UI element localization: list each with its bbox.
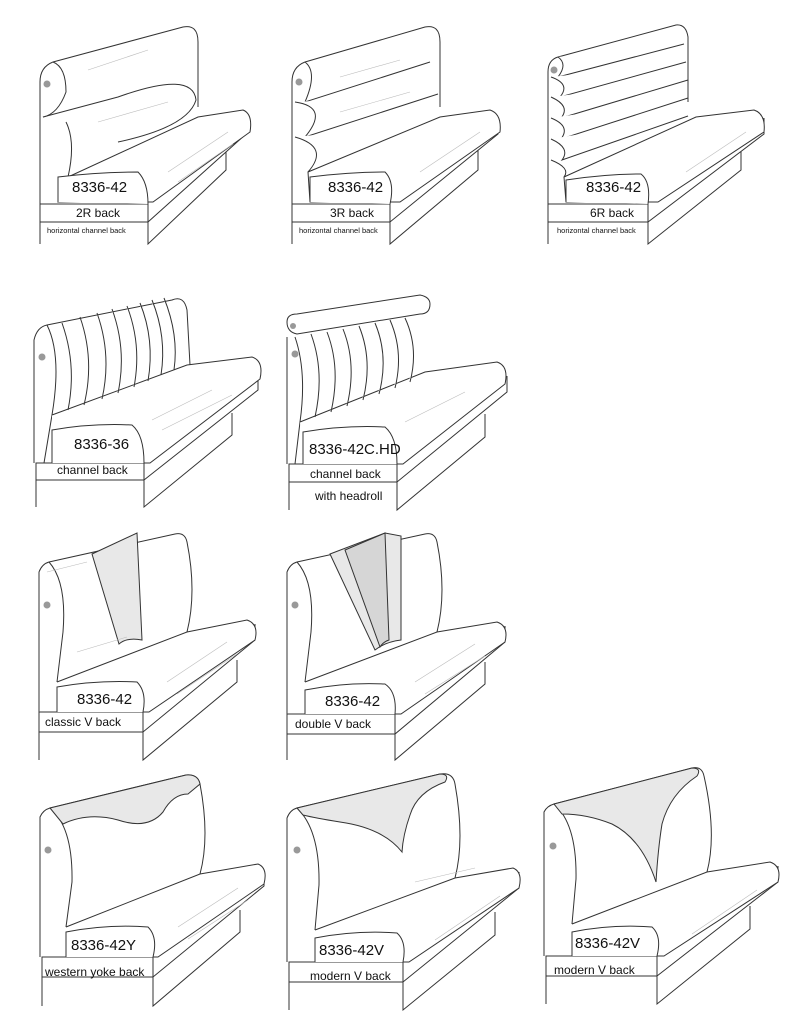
sub-label: horizontal channel back [47,226,126,235]
sub-label: with headroll [315,489,383,503]
booth-3r-back: 8336-42 3R back horizontal channel back [290,22,505,252]
booth-2r-back: 8336-42 2R back horizontal channel back [38,22,253,252]
style-label: double V back [295,717,372,731]
model-number: 8336-42 [325,693,381,710]
model-number: 8336-42 [77,691,133,708]
booth-channel-back: 8336-36 channel back [32,295,267,510]
booth-classic-v-back: 8336-42 classic V back [37,532,262,762]
style-label: modern V back [554,963,635,977]
booth-modern-v-illustration [543,767,780,1006]
style-label: channel back [310,467,381,481]
model-number: 8336-42V [319,942,385,959]
logo-icon [43,80,51,88]
logo-icon [295,78,303,86]
sub-label: horizontal channel back [557,226,636,235]
style-label: classic V back [45,715,122,729]
booth-modern-v-illustration [286,773,521,1012]
logo-icon [550,66,558,74]
style-label: modern V back [310,969,391,983]
model-number: 8336-42V [575,935,641,952]
style-label: 3R back [330,206,375,220]
sub-label: horizontal channel back [299,226,378,235]
model-number: 8336-42Y [71,937,137,954]
logo-icon [290,323,296,329]
booth-channel-illustration [33,297,262,509]
logo-icon [38,353,46,361]
model-number: 8336-42 [586,179,642,196]
style-label: western yoke back [45,965,145,979]
style-label: 6R back [590,206,635,220]
logo-icon [291,601,299,609]
model-number: 8336-42 [328,179,384,196]
booth-modern-v-back-2: 8336-42V modern V back [542,764,787,1009]
model-number: 8336-42C.HD [309,441,401,458]
booth-western-yoke-illustration [39,774,266,1008]
logo-icon [549,842,557,850]
model-number: 8336-36 [74,436,130,453]
style-label: channel back [57,463,128,477]
booth-channel-headroll-illustration [286,294,508,512]
booth-classic-v-illustration [38,532,257,762]
booth-double-v-back: 8336-42 double V back [285,532,510,762]
logo-icon [43,601,51,609]
booth-2r-illustration [39,26,252,246]
model-number: 8336-42 [72,179,128,196]
booth-channel-back-headroll: 8336-42C.HD channel back with headroll [285,292,515,512]
booth-3r-illustration [291,26,501,246]
logo-icon [44,846,52,854]
booth-6r-back: 8336-42 6R back horizontal channel back [546,22,776,252]
style-label: 2R back [76,206,121,220]
logo-icon [291,350,299,358]
logo-icon [293,846,301,854]
booth-modern-v-back-1: 8336-42V modern V back [285,770,525,1015]
booth-6r-illustration [547,24,765,246]
booth-double-v-illustration [286,532,507,762]
booth-western-yoke-back: 8336-42Y western yoke back [38,772,266,1010]
